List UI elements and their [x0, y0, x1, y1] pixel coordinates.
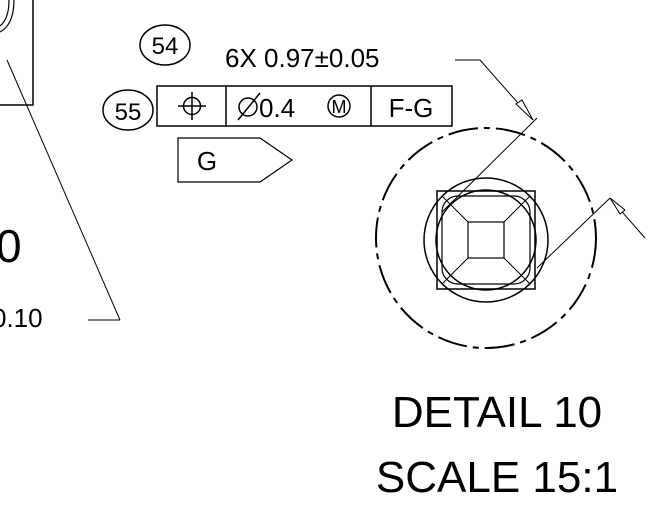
fcf-datum-reference: F-G — [389, 93, 434, 123]
mmc-modifier-label: M — [332, 97, 347, 117]
balloon-54-label: 54 — [152, 33, 179, 60]
balloon-55: 55 — [102, 89, 154, 131]
balloon-55-label: 55 — [115, 99, 142, 126]
balloon-54: 54 — [139, 24, 191, 66]
position-icon — [178, 92, 206, 120]
partial-left-small-text: 0.10 — [0, 303, 43, 333]
partial-left-large-text: 0 — [0, 220, 22, 272]
feature-control-frame: 0.4 M F-G — [156, 85, 453, 127]
fcf-tolerance-value: 0.4 — [259, 93, 295, 123]
mmc-modifier-icon: M — [327, 94, 351, 118]
detail-scale: SCALE 15:1 — [376, 453, 618, 502]
detail-title: DETAIL 10 — [392, 388, 602, 437]
square-socket — [436, 190, 536, 290]
diameter-icon — [237, 92, 261, 121]
hole-callout-text: 6X 0.97±0.05 — [225, 43, 380, 73]
partial-view-left — [0, 0, 34, 106]
outer-hole-circle — [423, 177, 549, 303]
datum-feature-flag: G — [177, 137, 294, 183]
datum-feature-label: G — [197, 146, 217, 176]
hole-callout-leader — [455, 59, 534, 121]
inner-hole-circle — [435, 189, 537, 291]
detail-view — [375, 117, 646, 349]
detail-boundary — [375, 127, 597, 349]
leader-left — [6, 59, 121, 321]
